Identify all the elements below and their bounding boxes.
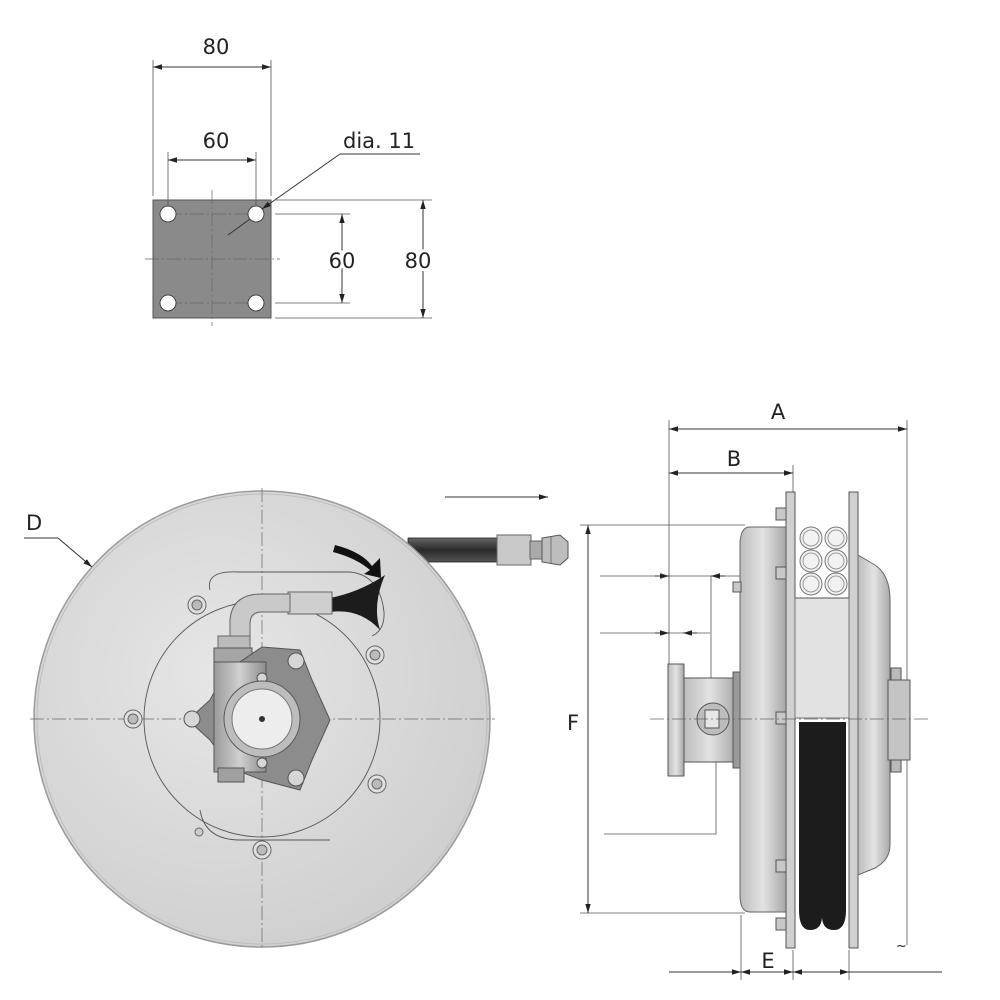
mounting-plate-view: 80 60 dia. 11 60 80 — [145, 35, 434, 326]
label-e: E — [761, 949, 774, 973]
label-f: F — [567, 711, 579, 735]
wound-hose — [799, 722, 846, 930]
reel-side-view: A B F — [567, 400, 942, 980]
inner-hose — [330, 575, 385, 630]
label-a: A — [771, 400, 786, 424]
mount-hole — [159, 205, 177, 223]
label-d: D — [26, 511, 42, 535]
dim-plate-width: 80 — [203, 35, 230, 59]
mount-hole — [247, 205, 265, 223]
swivel-hub — [183, 646, 331, 791]
hose-coil-section — [799, 526, 848, 596]
dim-hole-spacing-width: 60 — [203, 129, 230, 153]
dim-hole-diameter: dia. 11 — [343, 129, 415, 153]
label-tilde: ~ — [896, 939, 907, 954]
mount-hole — [247, 294, 265, 312]
rotation-arrow — [333, 545, 381, 578]
mount-hole — [159, 294, 177, 312]
reel-front-view: D — [24, 488, 569, 950]
side-mount-plate — [667, 663, 685, 777]
label-b: B — [727, 447, 741, 471]
side-housing — [739, 526, 787, 913]
dim-hole-spacing-height: 60 — [329, 249, 356, 273]
left-flange — [785, 491, 796, 949]
outlet-hose — [407, 534, 569, 566]
flange-bolts — [732, 507, 787, 931]
right-flange — [848, 491, 859, 949]
dim-plate-height: 80 — [405, 249, 432, 273]
drum-bolts — [123, 595, 387, 860]
